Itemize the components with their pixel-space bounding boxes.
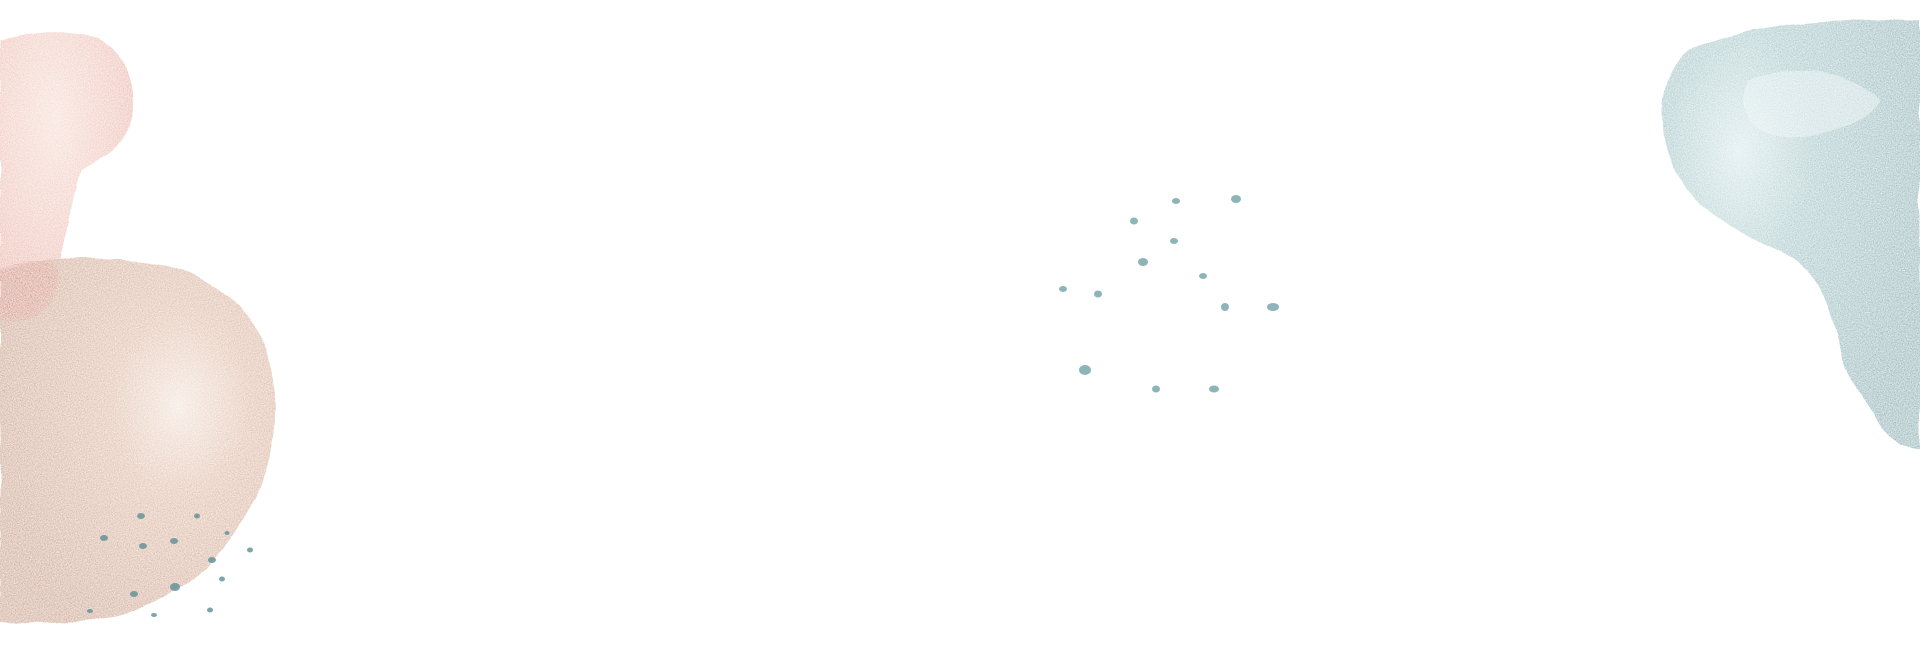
center-teal-dot-cluster (1059, 195, 1279, 393)
left-teal-dot-cluster (87, 513, 253, 617)
tan-watercolor-blob (0, 259, 277, 623)
left-decoration-group (0, 31, 277, 623)
teal-highlight (1742, 69, 1880, 137)
coral-overlap-stain (0, 261, 57, 321)
teal-watercolor-blob (1662, 20, 1920, 450)
coral-watercolor-blob (0, 31, 134, 319)
right-decoration-group (1662, 20, 1920, 450)
